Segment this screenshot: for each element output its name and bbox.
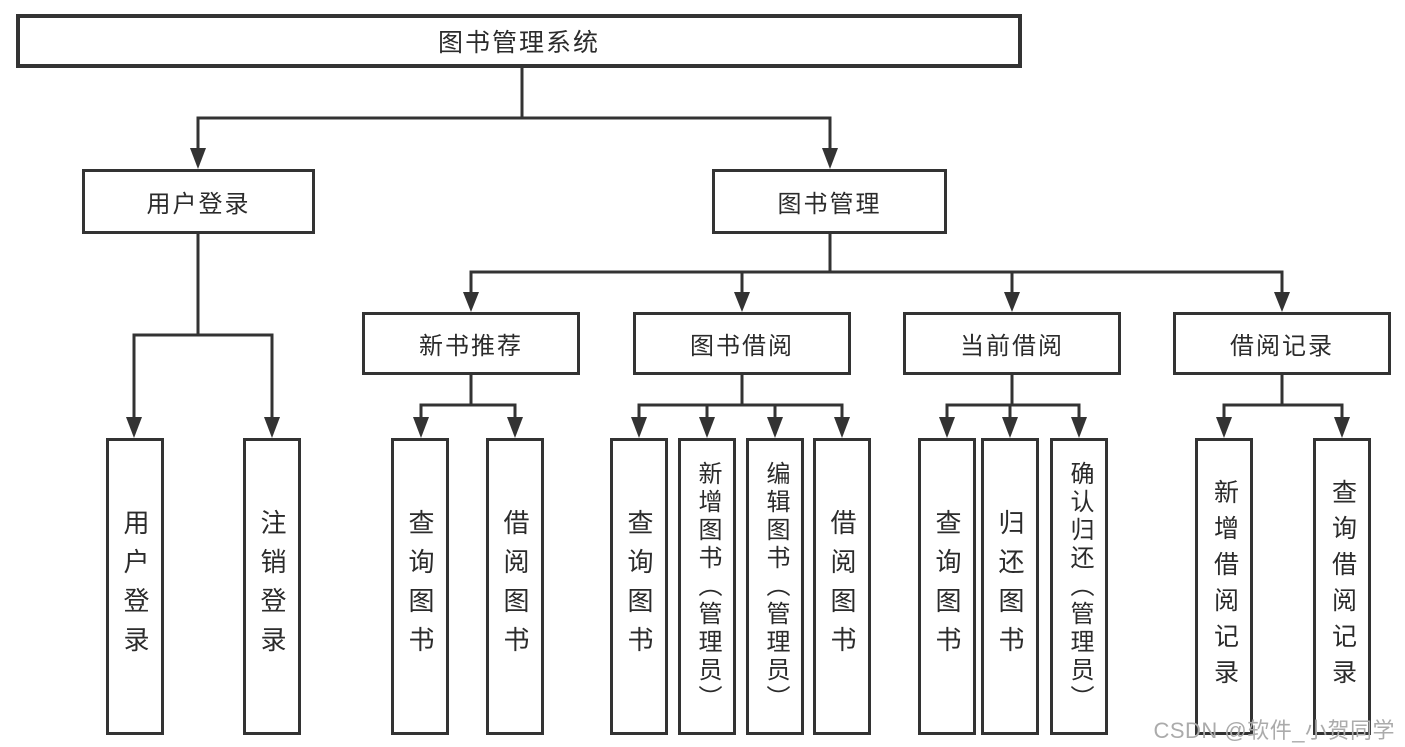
leaf-label: 查询图书 xyxy=(405,508,435,665)
leaf-label: 编辑图书（管理员） xyxy=(762,460,789,713)
node-label: 图书借阅 xyxy=(690,333,794,360)
leaf-label: 借阅图书 xyxy=(500,508,530,665)
node-book-management: 图书管理 xyxy=(712,169,947,234)
node-borrow-records: 借阅记录 xyxy=(1173,312,1391,375)
leaf-query-books-current: 查询图书 xyxy=(918,438,976,735)
leaf-label: 归还图书 xyxy=(995,508,1025,665)
watermark: CSDN @软件_小贺同学 xyxy=(1153,718,1395,743)
leaf-label: 查询图书 xyxy=(932,508,962,665)
node-book-borrow: 图书借阅 xyxy=(633,312,851,375)
leaf-label: 确认归还（管理员） xyxy=(1066,460,1093,713)
node-label: 图书管理 xyxy=(777,191,882,218)
node-label: 新书推荐 xyxy=(419,333,523,360)
node-current-borrow: 当前借阅 xyxy=(903,312,1121,375)
leaf-query-books-recommend: 查询图书 xyxy=(391,438,449,735)
leaf-add-book-admin: 新增图书（管理员） xyxy=(678,438,736,735)
node-root: 图书管理系统 xyxy=(16,14,1022,68)
leaf-return-books: 归还图书 xyxy=(981,438,1039,735)
leaf-borrow-books-recommend: 借阅图书 xyxy=(486,438,544,735)
leaf-add-borrow-record: 新增借阅记录 xyxy=(1195,438,1253,735)
leaf-query-borrow-record: 查询借阅记录 xyxy=(1313,438,1371,735)
leaf-query-books-borrow: 查询图书 xyxy=(610,438,668,735)
arrowhead-icons xyxy=(126,148,1350,438)
node-label: 图书管理系统 xyxy=(437,29,600,57)
node-new-book-recommend: 新书推荐 xyxy=(362,312,580,375)
leaf-borrow-books: 借阅图书 xyxy=(813,438,871,735)
leaf-confirm-return-admin: 确认归还（管理员） xyxy=(1050,438,1108,735)
leaf-label: 新增图书（管理员） xyxy=(694,460,721,713)
leaf-label: 新增借阅记录 xyxy=(1210,478,1239,695)
node-label: 用户登录 xyxy=(146,191,251,218)
leaf-logout: 注销登录 xyxy=(243,438,301,735)
node-label: 借阅记录 xyxy=(1230,333,1334,360)
node-user-login: 用户登录 xyxy=(82,169,315,234)
leaf-label: 借阅图书 xyxy=(827,508,857,665)
leaf-user-login: 用户登录 xyxy=(106,438,164,735)
leaf-label: 查询借阅记录 xyxy=(1328,478,1357,695)
leaf-label: 注销登录 xyxy=(257,508,287,665)
node-label: 当前借阅 xyxy=(960,333,1064,360)
leaf-label: 用户登录 xyxy=(120,508,150,665)
leaf-edit-book-admin: 编辑图书（管理员） xyxy=(746,438,804,735)
leaf-label: 查询图书 xyxy=(624,508,654,665)
